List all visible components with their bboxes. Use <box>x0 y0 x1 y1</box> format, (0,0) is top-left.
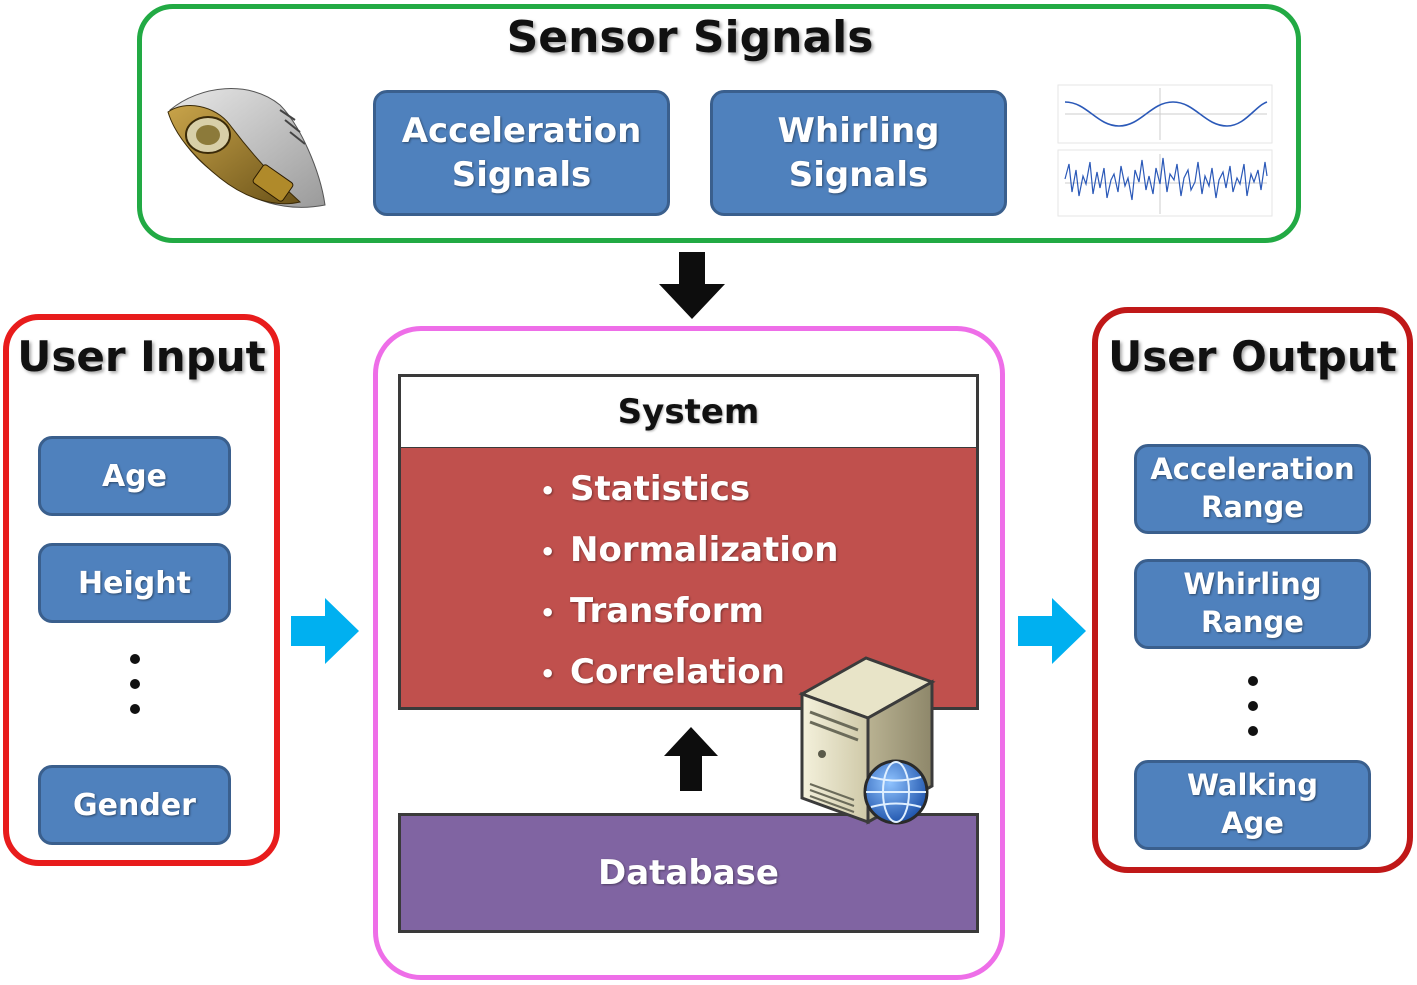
sensor-signals-title: Sensor Signals <box>506 12 874 63</box>
signal-waveform-plots-icon <box>1057 84 1273 217</box>
right-arrow-icon <box>1018 598 1086 664</box>
down-arrow-icon <box>659 252 725 319</box>
step-statistics: •Statistics <box>540 469 751 509</box>
gender-block: Gender <box>38 765 231 845</box>
user-output-title: User Output <box>1108 332 1397 381</box>
height-block: Height <box>38 543 231 623</box>
step-transform: •Transform <box>540 591 764 631</box>
system-title: System <box>398 374 979 450</box>
acceleration-range-block: Acceleration Range <box>1134 444 1371 534</box>
database-block: Database <box>398 813 979 933</box>
up-arrow-icon <box>664 727 718 791</box>
whirling-range-block: Whirling Range <box>1134 559 1371 649</box>
sensor-signals-panel <box>137 4 1301 243</box>
step-correlation: •Correlation <box>540 652 785 692</box>
step-normalization: •Normalization <box>540 530 839 570</box>
processing-steps-list: •Statistics •Normalization •Transform •C… <box>540 466 838 710</box>
server-with-globe-icon <box>798 656 936 825</box>
user-input-panel <box>3 314 280 866</box>
more-inputs-ellipsis <box>129 654 141 714</box>
walking-age-block: Walking Age <box>1134 760 1371 850</box>
user-output-panel <box>1092 307 1413 873</box>
acceleration-signals-block: Acceleration Signals <box>373 90 670 216</box>
more-outputs-ellipsis <box>1247 676 1259 736</box>
right-arrow-icon <box>291 598 359 664</box>
user-input-title: User Input <box>17 332 266 381</box>
whirling-signals-block: Whirling Signals <box>710 90 1007 216</box>
age-block: Age <box>38 436 231 516</box>
system-panel <box>373 326 1005 980</box>
shoe-with-sensor-icon <box>167 88 326 208</box>
